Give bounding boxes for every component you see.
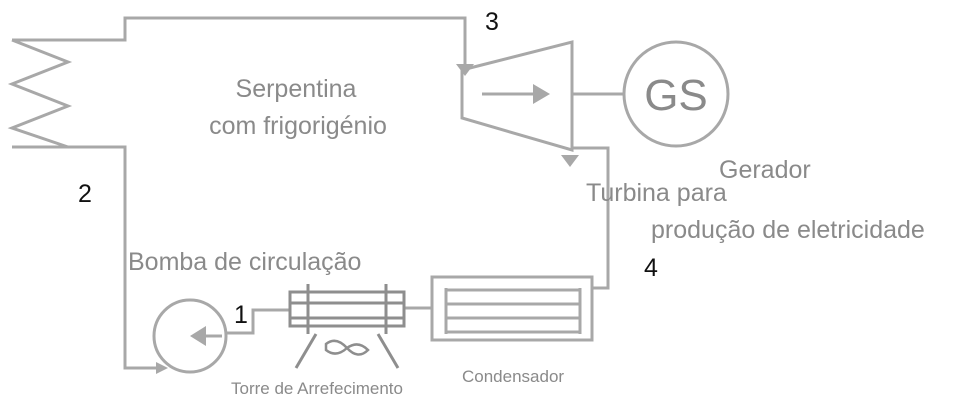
pipe-coil-to-pump bbox=[12, 145, 162, 370]
state-point-3: 3 bbox=[485, 8, 499, 36]
generator-label: Gerador bbox=[719, 156, 811, 184]
flow-arrow-turbine-inlet bbox=[456, 64, 474, 76]
generator: GS bbox=[622, 40, 730, 148]
generator-symbol: GS bbox=[644, 71, 708, 120]
cooling-tower-label: Torre de Arrefecimento bbox=[231, 379, 403, 398]
coil-label-line-2: com frigorigénio bbox=[209, 112, 387, 140]
pipe-tower-to-pump bbox=[222, 308, 290, 335]
state-point-2: 2 bbox=[78, 180, 92, 208]
flow-arrow-turbine-outlet bbox=[561, 155, 579, 167]
coil-zigzag bbox=[7, 38, 73, 149]
cooling-tower bbox=[288, 284, 406, 369]
flow-arrow-pump-inlet bbox=[156, 362, 168, 374]
pump-label: Bomba de circulação bbox=[128, 248, 361, 276]
state-point-1: 1 bbox=[234, 301, 248, 329]
pipe-coil-to-turbine bbox=[12, 16, 467, 65]
coil-label-line-1: Serpentina bbox=[236, 75, 357, 103]
condenser-label: Condensador bbox=[462, 367, 564, 386]
turbine bbox=[460, 40, 574, 152]
fan-icon bbox=[324, 339, 370, 356]
turbine-label-line-1: Turbina para bbox=[586, 179, 727, 207]
turbine-label-line-2: produção de eletricidade bbox=[651, 216, 925, 244]
condenser bbox=[430, 275, 594, 342]
state-point-4: 4 bbox=[644, 254, 658, 282]
circulation-pump bbox=[152, 298, 228, 374]
